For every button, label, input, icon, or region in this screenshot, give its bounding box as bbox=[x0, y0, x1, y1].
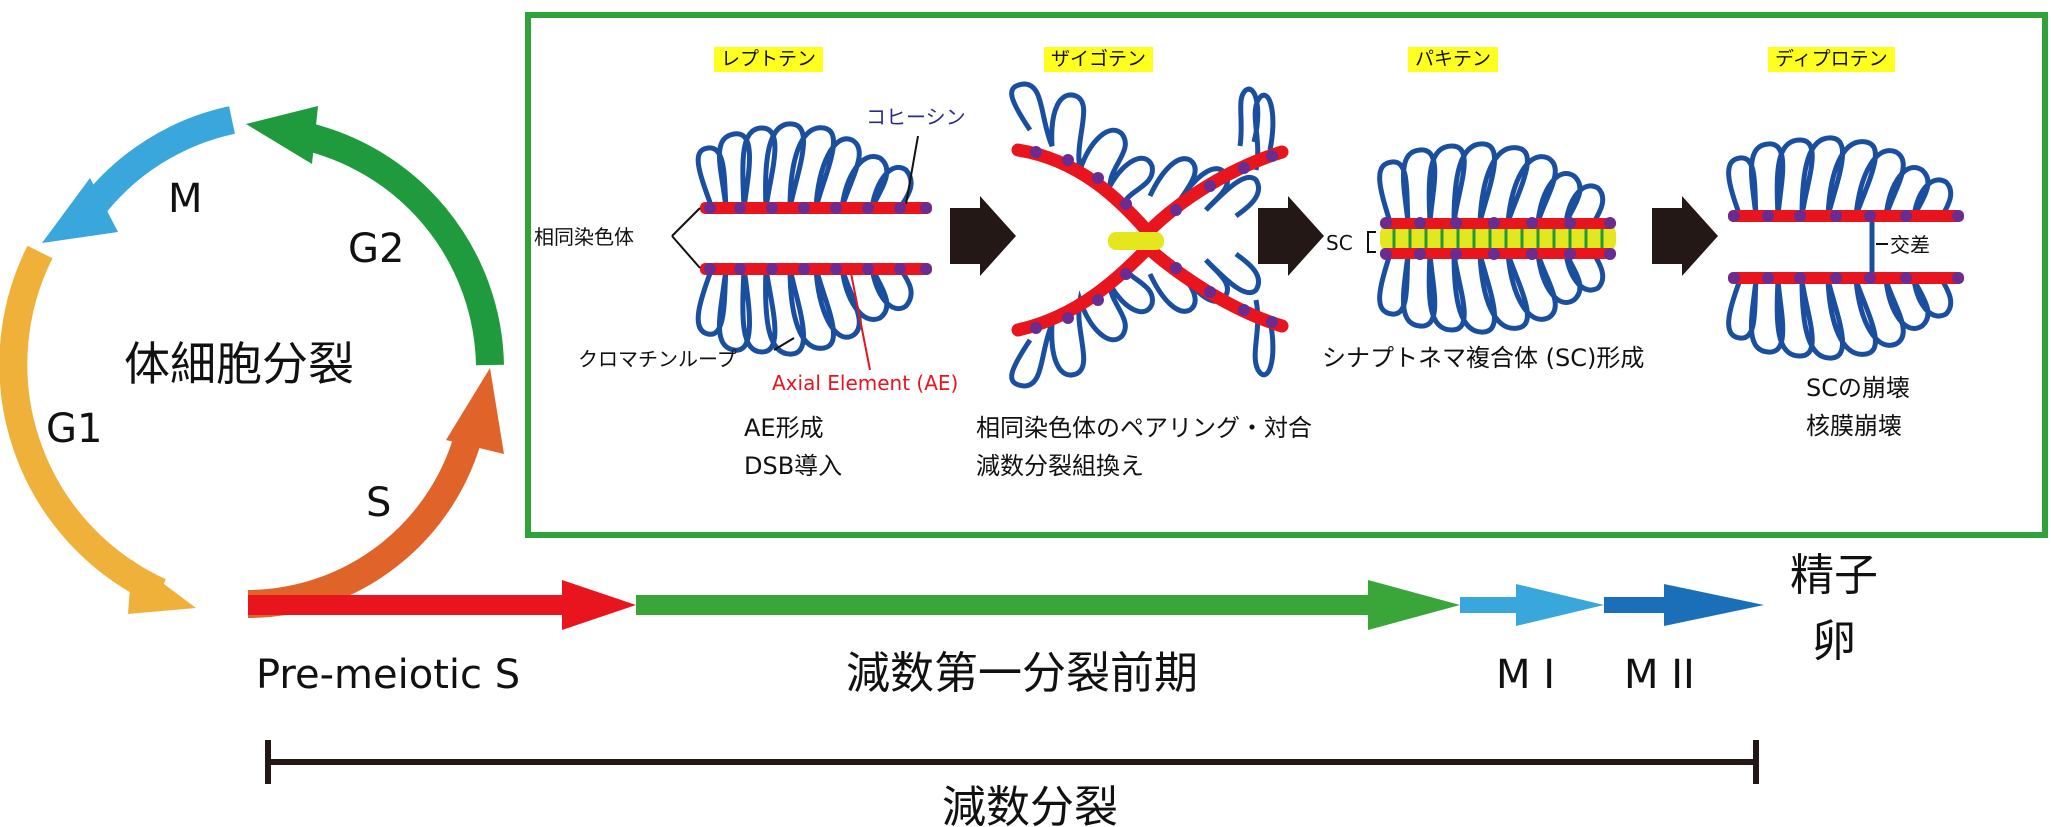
stage-arrow-1 bbox=[950, 196, 1016, 276]
meiosis-label: 減数分裂 bbox=[942, 782, 1118, 827]
stage-arrow-2 bbox=[1258, 196, 1324, 276]
zygotene-cohesin bbox=[1030, 146, 1278, 334]
phase-label-g2: G2 bbox=[348, 226, 404, 272]
m2-label: M II bbox=[1624, 652, 1695, 698]
chromatin-loop-label: クロマチンループ bbox=[578, 347, 737, 371]
s-phase-arc bbox=[247, 426, 484, 618]
pachytene-cohesin bbox=[1380, 217, 1616, 260]
chromatin-loops-upper bbox=[695, 121, 914, 210]
leptotene-desc-1: AE形成 bbox=[744, 414, 824, 442]
pachytene-chromosomes bbox=[1367, 141, 1616, 335]
timeline bbox=[248, 580, 1764, 630]
prophase-detail-box bbox=[525, 12, 2048, 538]
diplotene-desc-1: SCの崩壊 bbox=[1806, 374, 1910, 402]
m1-head bbox=[1516, 584, 1604, 626]
product-label-egg: 卵 bbox=[1812, 616, 1856, 667]
sc-label: SC bbox=[1326, 231, 1353, 255]
stage-label-diplotene: ディプロテン bbox=[1768, 47, 1895, 72]
homologs-bracket bbox=[671, 207, 701, 269]
m2-shaft bbox=[1604, 597, 1666, 613]
pachytene-desc-1: シナプトネマ複合体 (SC)形成 bbox=[1322, 344, 1644, 372]
cycle-center-label: 体細胞分裂 bbox=[124, 337, 354, 391]
zygotene-loops bbox=[1009, 81, 1276, 219]
axial-element-upper bbox=[700, 202, 932, 214]
homologs-label: 相同染色体 bbox=[534, 225, 634, 249]
m-phase-arrowhead bbox=[42, 178, 118, 243]
pachytene-loops-lower bbox=[1377, 252, 1606, 335]
s-phase-arrowhead bbox=[446, 368, 504, 454]
crossover-label: 交差 bbox=[1890, 233, 1930, 257]
prophase-label: 減数第一分裂前期 bbox=[846, 648, 1198, 699]
diplotene-cohesin bbox=[1728, 210, 1964, 284]
axial-element-lower bbox=[700, 263, 932, 275]
diplotene-loops-lower bbox=[1726, 278, 1954, 361]
product-label-sperm: 精子 bbox=[1790, 550, 1878, 601]
pre-meiotic-s-shaft bbox=[248, 595, 564, 615]
m1-shaft bbox=[1460, 597, 1518, 613]
prophase-shaft bbox=[636, 595, 1370, 615]
stage-label-pachytene: パキテン bbox=[1408, 47, 1499, 72]
m2-head bbox=[1664, 584, 1764, 626]
pachytene-loops-upper bbox=[1377, 141, 1606, 224]
g1-phase-arc bbox=[0, 245, 166, 605]
cohesin-dots bbox=[704, 202, 932, 275]
phase-label-s: S bbox=[366, 480, 391, 526]
zygotene-desc-2: 減数分裂組換え bbox=[976, 452, 1144, 480]
g2-phase-arc bbox=[297, 121, 504, 366]
meiosis-bracket bbox=[265, 740, 1759, 784]
cohesin-label: コヒーシン bbox=[866, 105, 966, 129]
leptotene-chromosomes bbox=[671, 121, 932, 371]
pachytene-transverse-filaments bbox=[1392, 229, 1604, 248]
stage-label-zygotene: ザイゴテン bbox=[1044, 47, 1154, 72]
zygotene-sc-core bbox=[1108, 232, 1164, 250]
phase-label-m: M bbox=[168, 176, 203, 222]
pachytene-sc-core bbox=[1380, 224, 1616, 252]
axial-element-label: Axial Element (AE) bbox=[772, 371, 958, 395]
cohesin-pointer bbox=[905, 135, 919, 205]
m1-label: M I bbox=[1496, 652, 1555, 698]
stage-arrow-3 bbox=[1652, 196, 1718, 276]
g1-phase-arrowhead bbox=[128, 560, 196, 614]
diplotene-desc-2: 核膜崩壊 bbox=[1806, 412, 1902, 440]
m-phase-arc bbox=[80, 106, 236, 217]
cell-cycle: M G2 G1 S 体細胞分裂 bbox=[0, 106, 504, 618]
g2-phase-arrowhead bbox=[246, 106, 318, 164]
diplotene-loops-upper bbox=[1726, 135, 1954, 218]
stage-label-leptotene: レプトテン bbox=[714, 47, 824, 72]
chromatin-loops-lower bbox=[695, 266, 914, 357]
prophase-head bbox=[1368, 580, 1460, 630]
pre-meiotic-s-label: Pre-meiotic S bbox=[256, 652, 520, 698]
axial-element-pointer bbox=[849, 267, 871, 371]
zygotene-desc-1: 相同染色体のペアリング・対合 bbox=[976, 414, 1312, 442]
diplotene-chromosomes bbox=[1726, 135, 1964, 361]
leptotene-desc-2: DSB導入 bbox=[744, 452, 842, 480]
phase-label-g1: G1 bbox=[46, 406, 102, 452]
zygotene-chromosomes bbox=[1009, 81, 1289, 389]
chromatin-loop-pointer bbox=[773, 337, 795, 351]
pre-meiotic-s-head bbox=[562, 580, 636, 630]
sc-bracket bbox=[1367, 231, 1376, 253]
